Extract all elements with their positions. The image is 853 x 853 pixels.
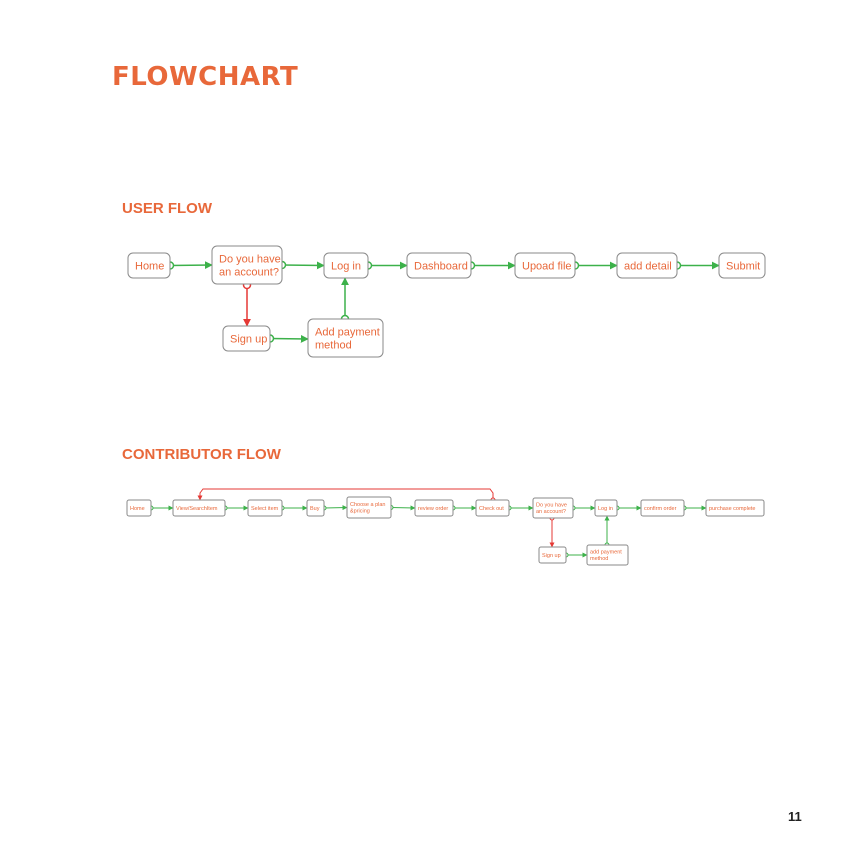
contributor-flow-node-purchase-label: purchase complete (709, 506, 755, 512)
user-flow-node-login-label: Log in (331, 260, 361, 272)
contributor-flow-node-payment (586, 544, 629, 566)
contributor-flow-node-signup-label: Sign up (542, 553, 561, 559)
contributor-flow-arrow-checkout-view (197, 488, 494, 501)
user-flow-node-payment-label: method (315, 339, 352, 351)
user-flow-arrow-signup-payment (269, 334, 309, 343)
contributor-flow-node-buy (306, 499, 325, 517)
contributor-flow-node-home-label: Home (130, 506, 145, 512)
contributor-flow-node-plan-label: &pricing (350, 509, 370, 515)
contributor-flow-arrow-plan-review (390, 505, 416, 511)
contributor-flow-heading: CONTRIBUTOR FLOW (122, 446, 281, 463)
contributor-flow-node-payment-label: add payment (590, 550, 622, 556)
contributor-flow-node-purchase (705, 499, 765, 517)
user-flow-node-detail-label: add detail (624, 260, 672, 272)
user-flow-node-dashboard-label: Dashboard (414, 260, 468, 272)
page-number: 11 (788, 809, 802, 824)
user-flow-arrow-account-login (281, 261, 325, 270)
contributor-flow-node-confirm-label: confirm order (644, 506, 677, 512)
user-flow-node-payment (307, 318, 384, 358)
user-flow-node-account_q-label: an account? (219, 266, 279, 278)
user-flow-node-account_q-label: Do you have (219, 253, 281, 265)
user-flow-node-home-label: Home (135, 260, 164, 272)
contributor-flow-node-home (126, 499, 152, 517)
page-title: FLOWCHART (112, 62, 299, 92)
user-flow-node-signup-label: Sign up (230, 333, 267, 345)
contributor-flow-node-review (414, 499, 454, 517)
user-flow-node-submit-label: Submit (726, 260, 760, 272)
contributor-flow-node-view (172, 499, 226, 517)
contributor-flow-node-account_q (532, 497, 574, 519)
contributor-flow-node-checkout (475, 499, 510, 517)
user-flow-node-home (127, 252, 171, 279)
contributor-flow-node-payment-label: method (590, 556, 608, 562)
contributor-flow-node-login-label: Log in (598, 506, 613, 512)
user-flow-heading: USER FLOW (122, 200, 212, 217)
user-flow-node-signup (222, 325, 271, 352)
user-flow-node-submit (718, 252, 766, 279)
contributor-flow-node-login (594, 499, 618, 517)
user-flow-node-detail (616, 252, 678, 279)
contributor-flow-node-account_q-label: Do you have (536, 503, 567, 509)
contributor-flow-node-view-label: View/SearchItem (176, 506, 218, 512)
user-flow-node-payment-label: Add payment (315, 326, 380, 338)
user-flow-node-account_q (211, 245, 283, 285)
contributor-flow-node-buy-label: Buy (310, 506, 320, 512)
contributor-flow-node-select (247, 499, 283, 517)
user-flow-node-upload (514, 252, 576, 279)
user-flow-node-dashboard (406, 252, 472, 279)
contributor-flow-node-plan-label: Choose a plan (350, 502, 385, 508)
contributor-flow-node-confirm (640, 499, 685, 517)
contributor-flow-node-account_q-label: an account? (536, 509, 566, 515)
contributor-flow-node-checkout-label: Check out (479, 506, 504, 512)
contributor-flow-node-plan (346, 496, 392, 519)
contributor-flow-node-select-label: Select item (251, 506, 279, 512)
user-flow-arrow-home-account (169, 261, 213, 270)
contributor-flow-arrow-buy-plan (323, 505, 348, 511)
contributor-flow-node-review-label: review order (418, 506, 448, 512)
contributor-flow-node-signup (538, 546, 567, 564)
user-flow-node-upload-label: Upoad file (522, 260, 572, 272)
user-flow-node-login (323, 252, 369, 279)
